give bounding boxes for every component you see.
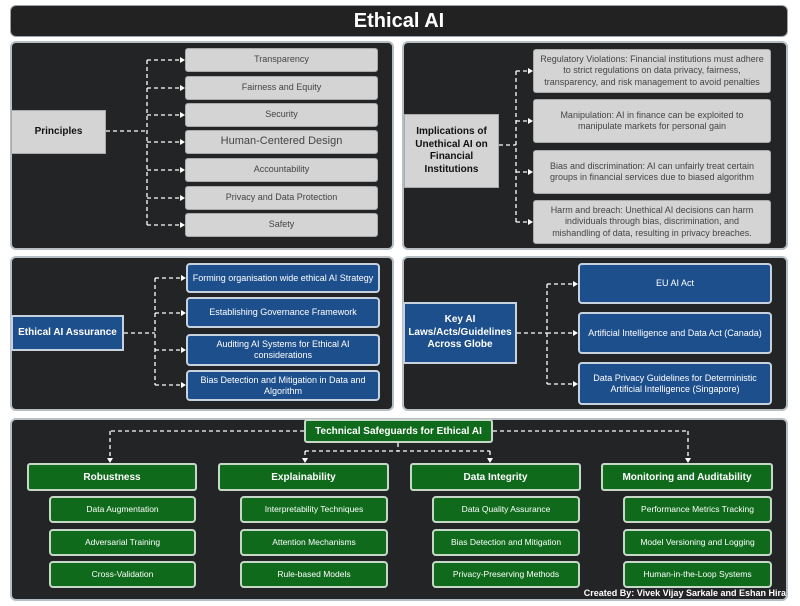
laws-head: Key AI Laws/Acts/Guidelines Across Globe [403, 302, 517, 364]
credit-text: Created By: Vivek Vijay Sarkale and Esha… [583, 588, 786, 598]
principle-item: Security [185, 103, 378, 127]
safeguard-item: Interpretability Techniques [240, 496, 388, 523]
implication-item: Regulatory Violations: Financial institu… [533, 49, 771, 93]
assurance-item: Bias Detection and Mitigation in Data an… [186, 370, 380, 401]
assurance-head: Ethical AI Assurance [11, 315, 124, 351]
safeguard-item: Data Augmentation [49, 496, 196, 523]
law-item: Data Privacy Guidelines for Deterministi… [578, 362, 772, 405]
safeguard-item: Attention Mechanisms [240, 529, 388, 556]
safeguard-column-head: Explainability [218, 463, 389, 491]
safeguard-column-head: Robustness [27, 463, 197, 491]
assurance-item: Auditing AI Systems for Ethical AI consi… [186, 334, 380, 366]
principle-item: Accountability [185, 158, 378, 182]
safeguard-column-head: Data Integrity [410, 463, 581, 491]
safeguard-item: Rule-based Models [240, 561, 388, 588]
safeguard-item: Human-in-the-Loop Systems [623, 561, 772, 588]
safeguard-item: Cross-Validation [49, 561, 196, 588]
principles-head: Principles [11, 110, 106, 154]
law-item: EU AI Act [578, 263, 772, 304]
assurance-item: Forming organisation wide ethical AI Str… [186, 263, 380, 293]
implication-item: Manipulation: AI in finance can be explo… [533, 99, 771, 143]
implications-head: Implications of Unethical AI on Financia… [404, 114, 499, 188]
safeguard-item: Performance Metrics Tracking [623, 496, 772, 523]
page-title: Ethical AI [10, 5, 788, 37]
implication-item: Bias and discrimination: AI can unfairly… [533, 150, 771, 194]
safeguard-item: Adversarial Training [49, 529, 196, 556]
safeguard-item: Privacy-Preserving Methods [432, 561, 580, 588]
safeguard-item: Model Versioning and Logging [623, 529, 772, 556]
assurance-item: Establishing Governance Framework [186, 297, 380, 328]
principle-item: Privacy and Data Protection [185, 186, 378, 210]
safeguard-item: Bias Detection and Mitigation [432, 529, 580, 556]
principle-item: Transparency [185, 48, 378, 72]
principle-item: Human-Centered Design [185, 130, 378, 154]
safeguard-column-head: Monitoring and Auditability [601, 463, 773, 491]
safeguards-head: Technical Safeguards for Ethical AI [304, 419, 493, 443]
principle-item: Safety [185, 213, 378, 237]
principle-item: Fairness and Equity [185, 76, 378, 100]
safeguard-item: Data Quality Assurance [432, 496, 580, 523]
law-item: Artificial Intelligence and Data Act (Ca… [578, 312, 772, 354]
implication-item: Harm and breach: Unethical AI decisions … [533, 200, 771, 244]
